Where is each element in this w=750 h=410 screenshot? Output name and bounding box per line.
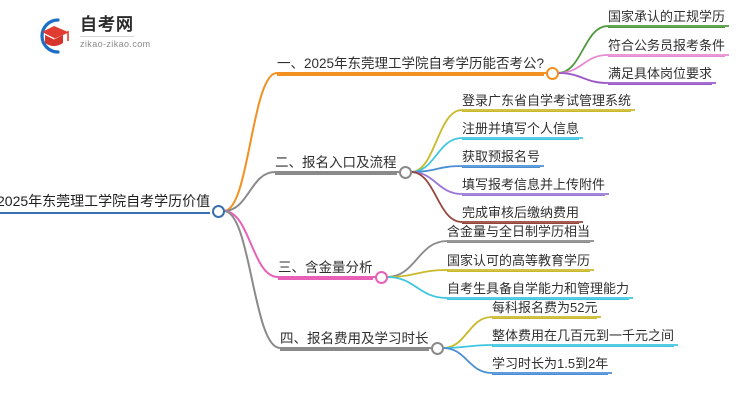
branch-node-dot-2[interactable] (398, 165, 412, 179)
logo-title: 自考网 (80, 14, 134, 37)
leaf-label-3-2[interactable]: 国家认可的高等教育学历 (447, 252, 591, 272)
leaf-label-4-1[interactable]: 每科报名费为52元 (492, 299, 598, 319)
branch-node-dot-4[interactable] (430, 341, 444, 355)
leaf-label-2-5[interactable]: 完成审核后缴纳费用 (462, 204, 580, 224)
leaf-label-2-1[interactable]: 登录广东省自学考试管理系统 (462, 92, 632, 112)
root-node-dot[interactable] (211, 204, 225, 218)
leaf-label-3-1[interactable]: 含金量与全日制学历相当 (447, 223, 591, 243)
root-topic-label[interactable]: 2025年东莞理工学院自考学历价值 (0, 193, 211, 214)
leaf-label-2-3[interactable]: 获取预报名号 (462, 148, 541, 168)
leaf-label-1-1[interactable]: 国家承认的正规学历 (608, 8, 726, 28)
leaf-label-3-3[interactable]: 自考生具备自学能力和管理能力 (447, 280, 630, 300)
branch-node-dot-1[interactable] (545, 66, 559, 80)
leaf-label-2-4[interactable]: 填写报考信息并上传附件 (462, 176, 606, 196)
branch-label-4[interactable]: 四、报名费用及学习时长 (280, 330, 429, 351)
graduation-cap-icon (28, 14, 74, 58)
leaf-label-4-2[interactable]: 整体费用在几百元到一千元之间 (492, 327, 675, 347)
logo-subtitle: zikao-zikao.com (80, 39, 151, 49)
leaf-label-1-2[interactable]: 符合公务员报考条件 (608, 37, 726, 57)
leaf-label-4-3[interactable]: 学习时长为1.5到2年 (492, 355, 609, 375)
leaf-label-1-3[interactable]: 满足具体岗位要求 (608, 65, 713, 85)
branch-label-1[interactable]: 一、2025年东莞理工学院自考学历能否考公? (277, 55, 545, 76)
site-logo: 自考网 zikao-zikao.com (28, 12, 203, 60)
branch-label-2[interactable]: 二、报名入口及流程 (275, 154, 397, 175)
branch-label-3[interactable]: 三、含金量分析 (278, 259, 373, 280)
branch-node-dot-3[interactable] (374, 270, 388, 284)
leaf-label-2-2[interactable]: 注册并填写个人信息 (462, 120, 580, 140)
